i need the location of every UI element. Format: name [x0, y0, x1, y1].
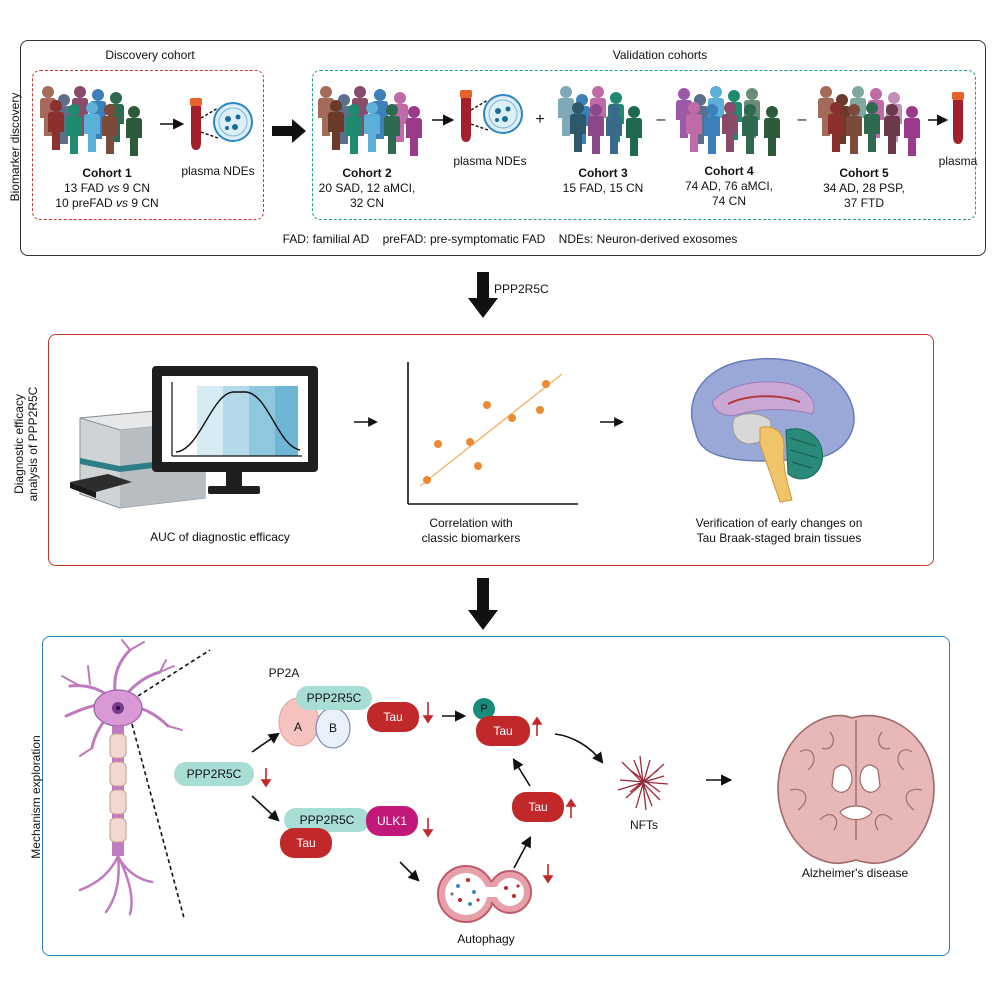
- cohort1-text: Cohort 1 13 FAD vs 9 CN 10 preFAD vs 9 C…: [32, 166, 182, 211]
- braak-label-1: Verification of early changes on: [695, 516, 863, 530]
- braak-label: Verification of early changes on Tau Bra…: [664, 516, 894, 546]
- phospho-p-badge: P: [473, 698, 495, 720]
- subunit-b-label: B: [328, 721, 337, 735]
- big-arrow-discovery-to-validation: [272, 119, 306, 143]
- autophagy-label: Autophagy: [457, 932, 515, 946]
- correlation-scatter-icon: [407, 362, 578, 505]
- plus-sign: +: [535, 111, 545, 128]
- nfts-tangle-icon: [617, 755, 669, 811]
- validation-cohorts-box: [312, 70, 976, 220]
- arrow-tau-to-ptau: [512, 758, 531, 787]
- cohort5-people-icon: [818, 86, 920, 156]
- cohort4-people-icon: [676, 86, 780, 156]
- autophagy-decrease-arrow-icon: [542, 875, 554, 884]
- cohort4-text: Cohort 4 74 AD, 76 aMCI, 74 CN: [666, 164, 792, 209]
- correlation-label-1: Correlation with: [429, 516, 513, 530]
- tau-free-increase-arrow-icon: [565, 798, 577, 807]
- discovery-cohort-title: Discovery cohort: [105, 48, 195, 62]
- sample3-label: plasma: [938, 154, 978, 168]
- cohort1-line1: 13 FAD vs 9 CN: [63, 181, 151, 195]
- cohort3-text: Cohort 3 15 FAD, 15 CN: [548, 166, 658, 196]
- tau-free-pill: Tau: [512, 792, 564, 822]
- blood-tube-icon-3: [952, 92, 964, 144]
- ppp2r5c-complex-pill: PPP2R5C: [296, 686, 372, 710]
- cohort4-name: Cohort 4: [704, 164, 754, 178]
- ulk1-decrease-arrow-icon: [422, 829, 434, 838]
- cohort5-line1: 34 AD, 28 PSP,: [823, 181, 905, 195]
- zoom-line-bottom: [131, 723, 185, 919]
- cohort2-people-icon: [318, 86, 422, 156]
- correlation-label: Correlation with classic biomarkers: [396, 516, 546, 546]
- cohort1-line2: 10 preFAD vs 9 CN: [55, 196, 159, 210]
- dash1: –: [656, 111, 666, 128]
- exosome-icon-2: [483, 94, 523, 134]
- cohort1-people-icon: [40, 86, 142, 156]
- autophagy-vesicle-icon: [437, 865, 532, 923]
- cohort5-name: Cohort 5: [839, 166, 889, 180]
- arrow-to-autophagy: [399, 861, 420, 882]
- ppp2r5c-ulk-pill: PPP2R5C: [284, 808, 370, 832]
- correlation-label-2: classic biomarkers: [421, 531, 521, 545]
- cohort4-line1: 74 AD, 76 aMCI,: [684, 179, 774, 193]
- dash2: –: [797, 111, 807, 128]
- zoom-line-top: [137, 649, 211, 697]
- arrow-to-pp2a: [251, 732, 280, 753]
- cohort4-line2: 74 CN: [711, 194, 746, 208]
- pp2a-label: PP2A: [268, 666, 300, 680]
- abbreviation-footnote: FAD: familial AD preFAD: pre-symptomatic…: [282, 232, 738, 246]
- cohort3-name: Cohort 3: [578, 166, 628, 180]
- alzheimers-disease-label: Alzheimer's disease: [801, 866, 909, 880]
- cohort3-line1: 15 FAD, 15 CN: [562, 181, 644, 195]
- auc-label: AUC of diagnostic efficacy: [150, 530, 290, 544]
- biomarker-discovery-panel: [20, 40, 986, 256]
- braak-label-2: Tau Braak-staged brain tissues: [696, 531, 862, 545]
- blood-tube-icon-1: [190, 98, 202, 150]
- tau-pill-ulk: Tau: [280, 828, 332, 858]
- ad-brain-coronal-icon: [777, 714, 935, 865]
- cohort2-text: Cohort 2 20 SAD, 12 aMCI, 32 CN: [302, 166, 432, 211]
- sagittal-brain-icon: [690, 357, 855, 503]
- arrow-autophagy-to-tau: [513, 836, 532, 869]
- sample2-label: plasma NDEs: [453, 154, 527, 168]
- cohort5-line2: 37 FTD: [843, 196, 884, 210]
- cohort2-line1: 20 SAD, 12 aMCI,: [318, 181, 416, 195]
- down-arrow-1: [468, 272, 498, 318]
- ppp2r5c-main-pill: PPP2R5C: [174, 762, 254, 786]
- nfts-label: NFTs: [630, 818, 658, 832]
- ppp2r5c-decrease-arrow-icon: [260, 779, 272, 788]
- discovery-cohort-box: [32, 70, 264, 220]
- exosome-icon-1: [213, 102, 253, 142]
- cohort5-text: Cohort 5 34 AD, 28 PSP, 37 FTD: [808, 166, 920, 211]
- ptau-increase-arrow-icon: [531, 716, 543, 725]
- monitor-icon: [152, 366, 318, 494]
- sample1-label: plasma NDEs: [181, 164, 255, 178]
- arrow-to-nfts: [554, 733, 604, 764]
- mechanism-panel: [42, 636, 950, 956]
- diagnostic-efficacy-panel: [48, 334, 934, 566]
- tau-decrease-arrow-icon: [422, 715, 434, 724]
- cohort2-line2: 32 CN: [349, 196, 384, 210]
- cohort3-people-icon: [558, 86, 642, 156]
- subunit-a-label: A: [293, 720, 302, 734]
- cohort1-name: Cohort 1: [82, 166, 132, 180]
- ptau-pill: Tau: [476, 716, 530, 746]
- arrow-to-ulk1-complex: [251, 795, 280, 822]
- down-arrow-2: [468, 578, 498, 630]
- blood-tube-icon-2: [460, 90, 472, 142]
- neuron-icon: [61, 639, 183, 916]
- tau-pill-pp2a: Tau: [367, 702, 419, 732]
- arrow1-label: PPP2R5C: [494, 282, 549, 296]
- validation-cohorts-title: Validation cohorts: [612, 48, 708, 62]
- cohort2-name: Cohort 2: [342, 166, 392, 180]
- ulk1-pill: ULK1: [366, 806, 418, 836]
